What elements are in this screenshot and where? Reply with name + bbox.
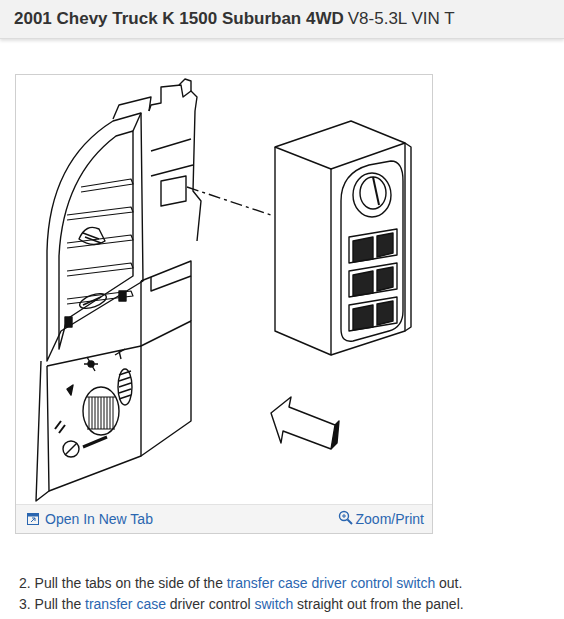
- stroke: [377, 301, 393, 325]
- stroke: [67, 207, 133, 220]
- step-text: 3. Pull the: [19, 596, 81, 612]
- stroke: [67, 235, 133, 248]
- toolbar: Open In New Tab Zoom/Print: [16, 504, 432, 533]
- subtitle: V8-5.3L VIN T: [348, 9, 455, 28]
- stroke: [104, 397, 105, 429]
- illustration: [16, 75, 432, 505]
- stroke: [349, 263, 397, 297]
- stroke: [101, 397, 102, 429]
- stroke: [353, 305, 373, 330]
- link-text: switch: [254, 596, 293, 612]
- instructions: 2. Pull the tabs on the side of thetrans…: [19, 573, 464, 615]
- stroke: [377, 233, 393, 257]
- stroke: [110, 397, 111, 429]
- stroke: [81, 179, 133, 192]
- link-text: transfer case: [85, 596, 166, 612]
- step-text: driver control: [170, 596, 251, 612]
- stroke: [98, 397, 99, 429]
- stroke: [67, 263, 133, 276]
- zoom-link: Zoom/Print: [356, 511, 424, 527]
- stroke: [349, 297, 397, 331]
- image-frame: Open In New Tab Zoom/Print: [15, 74, 433, 534]
- step-text: straight out from the panel.: [297, 596, 464, 612]
- header: 2001 Chevy Truck K 1500 Suburban 4WDV8-5…: [14, 9, 455, 29]
- stroke: [113, 397, 114, 429]
- stroke: [353, 237, 373, 262]
- stroke: [349, 229, 397, 263]
- step-text: out.: [439, 575, 462, 591]
- stroke: [107, 397, 108, 429]
- open-link: Open In New Tab: [45, 511, 153, 527]
- open-tab-icon: [27, 513, 39, 525]
- stroke: [377, 267, 393, 291]
- title: 2001 Chevy Truck K 1500 Suburban 4WD: [14, 9, 344, 28]
- stroke: [353, 271, 373, 296]
- link-text: transfer case driver control switch: [227, 575, 436, 591]
- stroke: [89, 397, 90, 429]
- stroke: [95, 397, 96, 429]
- step-text: 2. Pull the tabs on the side of the: [19, 575, 223, 591]
- stroke: [92, 397, 93, 429]
- zoom-icon: [338, 510, 353, 525]
- stroke: [87, 397, 115, 429]
